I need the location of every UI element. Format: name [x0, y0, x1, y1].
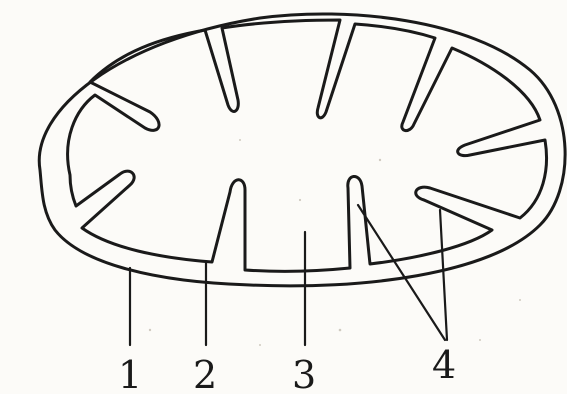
- leader-line-4b: [440, 210, 447, 340]
- label-3: 3: [292, 353, 316, 394]
- label-4: 4: [432, 343, 456, 387]
- label-2: 2: [193, 353, 217, 394]
- label-1: 1: [118, 353, 142, 394]
- leader-lines: [130, 205, 447, 345]
- inner-membrane-cristae: [68, 20, 547, 271]
